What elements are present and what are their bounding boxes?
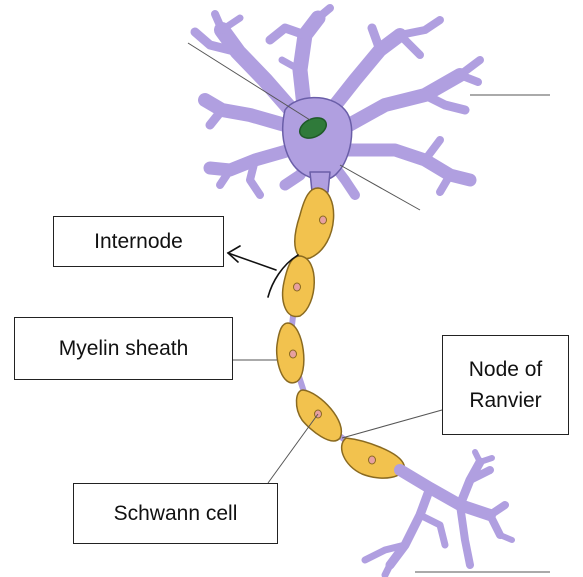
internode-arrow-shaft [228,253,276,270]
schwann-nucleus-3 [290,350,297,358]
myelin-sheath-label-text: Myelin sheath [59,333,189,364]
leader-line-schwann [268,414,318,483]
internode-label-text: Internode [94,226,183,257]
schwann-nucleus-2 [294,283,301,291]
myelin-sheath-label: Myelin sheath [14,317,233,380]
cell-body [283,98,352,180]
node-of-ranvier-label: Node of Ranvier [442,335,569,435]
schwann-cell-1 [295,188,334,259]
node-of-ranvier-label-line1: Node of [469,354,543,385]
node-of-ranvier-label-line2: Ranvier [469,385,541,416]
leader-line-node [342,410,442,438]
internode-label: Internode [53,216,224,267]
schwann-cell-label-text: Schwann cell [114,498,238,529]
schwann-cell-label: Schwann cell [73,483,278,544]
schwann-nucleus-1 [320,216,327,224]
schwann-cells [277,188,404,478]
schwann-nucleus-5 [369,456,376,464]
internode-arrow-head [228,246,240,262]
